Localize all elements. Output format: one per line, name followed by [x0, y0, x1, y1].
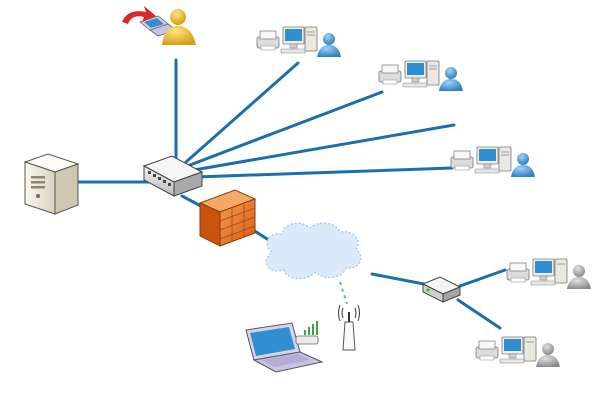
link-cloud-router — [370, 272, 426, 286]
remote-user-icon[interactable] — [122, 6, 196, 45]
server-tower-icon[interactable] — [23, 153, 80, 215]
firewall-icon[interactable] — [198, 189, 257, 247]
laptop-icon[interactable] — [245, 321, 324, 373]
internet-cloud-icon — [265, 222, 362, 280]
link-switch-workstation-2 — [188, 90, 384, 167]
network-switch-icon[interactable] — [142, 155, 204, 197]
link-switch-workstation-1 — [184, 61, 300, 164]
link-cloud-access-point — [339, 281, 348, 305]
workstation-icon-5[interactable] — [475, 336, 561, 368]
workstation-icon-4[interactable] — [506, 258, 592, 290]
router-icon[interactable] — [421, 276, 462, 303]
link-switch-workstation-3 — [192, 123, 456, 172]
workstation-icon-2[interactable] — [378, 60, 464, 92]
network-links — [76, 58, 507, 330]
wireless-access-point-icon[interactable] — [338, 304, 360, 351]
link-router-workstation-5 — [458, 268, 507, 288]
link-switch-workstation-4 — [194, 166, 454, 179]
workstation-icon-3[interactable] — [450, 146, 536, 178]
link-router-workstation-6 — [456, 298, 502, 330]
workstation-icon-1[interactable] — [256, 26, 342, 58]
